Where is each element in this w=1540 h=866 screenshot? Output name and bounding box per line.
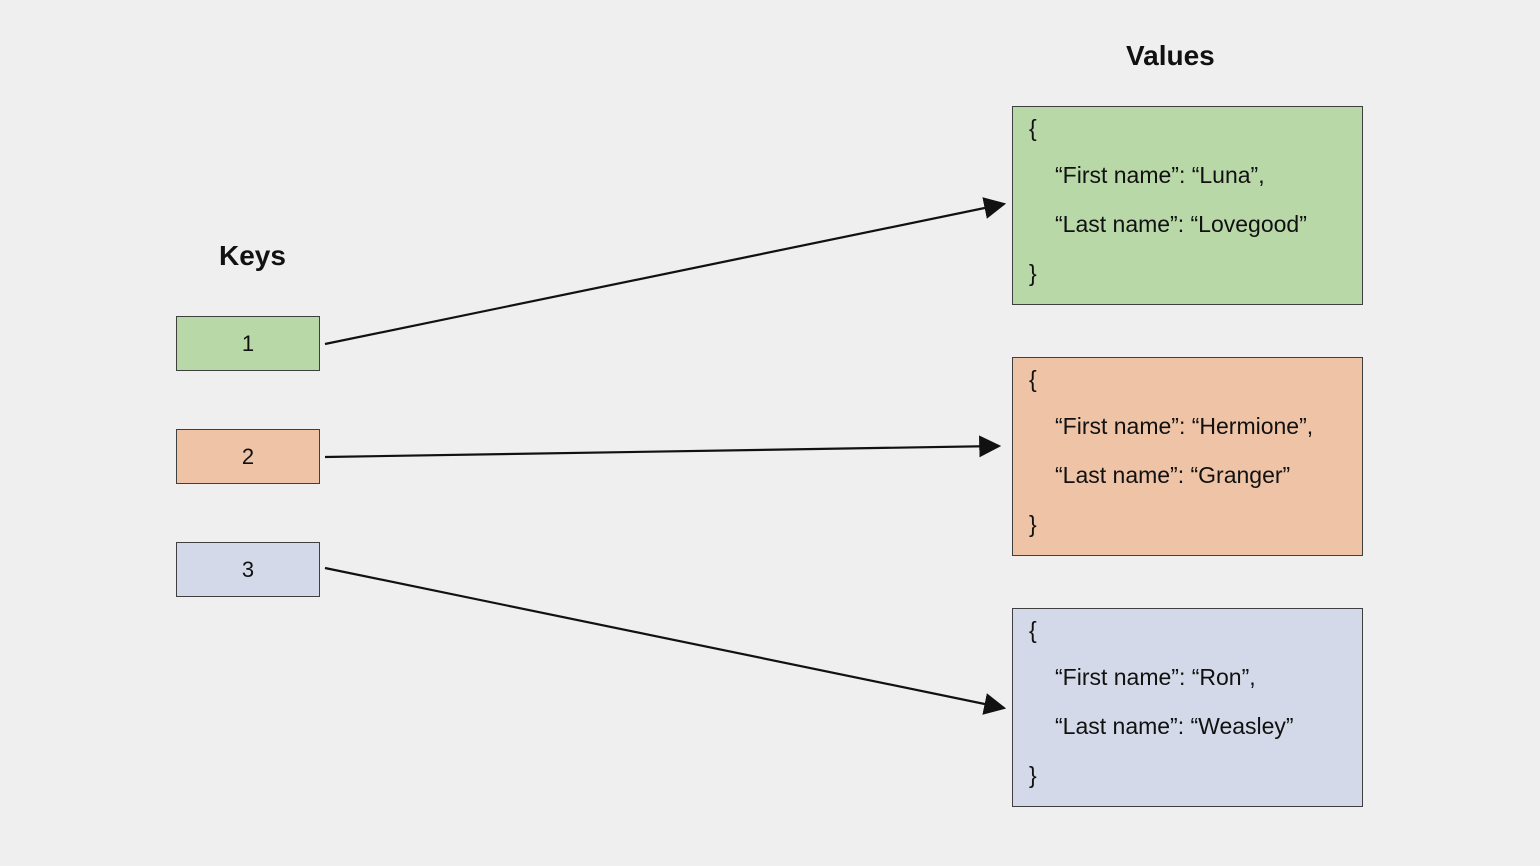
key-label: 1 xyxy=(241,330,255,356)
first-name-entry: “First name”: “Luna”, xyxy=(1055,162,1265,188)
open-brace: { xyxy=(1029,366,1037,392)
arrow-3 xyxy=(324,566,1007,715)
arrow-1 xyxy=(324,197,1007,346)
close-brace: } xyxy=(1029,511,1037,537)
first-name-entry: “First name”: “Hermione”, xyxy=(1055,413,1314,439)
last-name-entry: “Last name”: “Granger” xyxy=(1055,462,1291,488)
keys-heading: Keys xyxy=(219,240,286,271)
last-name-entry: “Last name”: “Weasley” xyxy=(1055,713,1294,739)
open-brace: { xyxy=(1029,115,1037,141)
key-box-2: 2 xyxy=(176,429,320,484)
last-name-entry: “Last name”: “Lovegood” xyxy=(1055,211,1307,237)
values-heading: Values xyxy=(1126,40,1215,71)
value-box-2: { “First name”: “Hermione”, “Last name”:… xyxy=(1012,357,1363,556)
key-label: 2 xyxy=(241,443,255,469)
key-box-3: 3 xyxy=(176,542,320,597)
close-brace: } xyxy=(1029,762,1037,788)
key-box-1: 1 xyxy=(176,316,320,371)
value-box-3: { “First name”: “Ron”, “Last name”: “Wea… xyxy=(1012,608,1363,807)
key-label: 3 xyxy=(241,556,255,582)
close-brace: } xyxy=(1029,260,1037,286)
first-name-entry: “First name”: “Ron”, xyxy=(1055,664,1256,690)
open-brace: { xyxy=(1029,617,1037,643)
value-box-1: { “First name”: “Luna”, “Last name”: “Lo… xyxy=(1012,106,1363,305)
arrow-2 xyxy=(324,435,1002,459)
